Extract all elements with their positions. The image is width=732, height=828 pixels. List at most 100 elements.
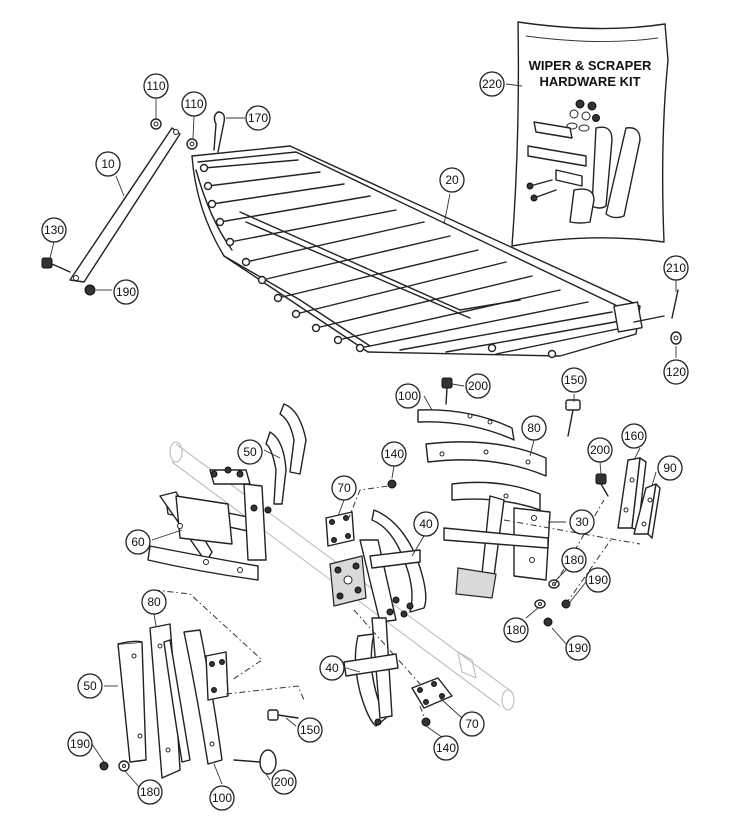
- svg-text:160: 160: [624, 429, 644, 443]
- bolt-200-upper: [441, 377, 453, 405]
- callout-180-lower: 180: [137, 779, 163, 805]
- svg-text:10: 10: [101, 157, 115, 171]
- cotter-pin: [213, 111, 226, 153]
- svg-text:190: 190: [568, 641, 588, 655]
- wiper-bracket-lower: [205, 651, 229, 701]
- link-rod: [69, 127, 181, 283]
- callout-150-upper: 150: [561, 367, 587, 393]
- svg-text:220: 220: [482, 77, 502, 91]
- svg-text:170: 170: [248, 111, 268, 125]
- kit-plates: [527, 121, 641, 224]
- svg-text:20: 20: [445, 173, 459, 187]
- callout-70-upper: 70: [331, 475, 357, 501]
- callout-50-upper: 50: [237, 439, 263, 465]
- svg-text:50: 50: [83, 679, 97, 693]
- bracket-160: [617, 457, 647, 531]
- svg-text:190: 190: [588, 573, 608, 587]
- callout-190-top: 190: [113, 279, 139, 305]
- callout-110-right: 110: [181, 91, 207, 117]
- mount-plate-lower: [411, 677, 453, 727]
- mount-plate-upper: [325, 511, 355, 547]
- scraper-lower: [343, 617, 399, 727]
- bolt-150-upper: [565, 399, 581, 437]
- svg-text:50: 50: [243, 445, 257, 459]
- svg-text:110: 110: [184, 97, 203, 111]
- callout-210: 210: [663, 255, 689, 281]
- washer-180-right: [548, 579, 560, 589]
- svg-text:130: 130: [44, 223, 64, 237]
- pin-210: [671, 289, 679, 319]
- bracket-90: [633, 483, 661, 539]
- washer-180-lower: [118, 760, 130, 772]
- svg-text:110: 110: [146, 79, 165, 93]
- callout-130: 130: [41, 217, 67, 243]
- mount-plate-middle: [329, 555, 367, 607]
- callout-180-right: 180: [561, 547, 587, 573]
- svg-text:30: 30: [575, 515, 589, 529]
- svg-text:140: 140: [384, 447, 404, 461]
- bolt-130: [41, 257, 71, 273]
- svg-text:200: 200: [468, 379, 488, 393]
- kit-title-line1: WIPER & SCRAPER: [529, 58, 652, 73]
- bolt-200-right: [595, 473, 609, 497]
- svg-text:140: 140: [436, 741, 456, 755]
- callout-110-left: 110: [143, 73, 169, 99]
- washer-180-mid: [534, 599, 546, 609]
- scraper-blade-100-right: [417, 409, 515, 441]
- svg-text:200: 200: [274, 775, 294, 789]
- kit-nuts: [566, 99, 600, 132]
- svg-text:180: 180: [506, 623, 526, 637]
- mounting-arm-30: [443, 481, 551, 599]
- washer-120: [670, 331, 682, 345]
- svg-text:80: 80: [147, 595, 161, 609]
- conveyor-frame: [191, 145, 665, 359]
- assembly-dashed-lines: [153, 485, 641, 723]
- callout-100-lower: 100: [209, 785, 235, 811]
- svg-text:70: 70: [465, 717, 479, 731]
- nut-190-mid: [543, 617, 553, 627]
- wiper-blade-50-lower: [117, 640, 147, 763]
- bolt-150-lower: [267, 709, 299, 721]
- callout-140-lower: 140: [433, 735, 459, 761]
- callout-200-right: 200: [587, 437, 613, 463]
- callout-120: 120: [663, 359, 689, 385]
- svg-text:100: 100: [212, 791, 232, 805]
- callout-60: 60: [125, 529, 151, 555]
- callout-80-lower: 80: [141, 589, 167, 615]
- callout-10: 10: [95, 151, 121, 177]
- svg-text:190: 190: [70, 737, 90, 751]
- callout-200-upper: 200: [465, 373, 491, 399]
- slat-end-caps: [199, 163, 557, 359]
- hardware-kit-bag: WIPER & SCRAPER HARDWARE KIT: [511, 21, 669, 247]
- callout-20: 20: [439, 167, 465, 193]
- leader-lines: [49, 83, 677, 789]
- callout-40-upper: 40: [413, 511, 439, 537]
- svg-text:70: 70: [337, 481, 351, 495]
- kit-bolts: [526, 179, 557, 202]
- callout-220: 220: [479, 71, 505, 97]
- kit-title-line2: HARDWARE KIT: [539, 74, 640, 89]
- washer-left: [150, 118, 162, 130]
- callout-190-lower: 190: [67, 731, 93, 757]
- callout-160: 160: [621, 423, 647, 449]
- washer-right: [186, 138, 198, 150]
- callout-40-lower: 40: [319, 655, 345, 681]
- svg-text:90: 90: [663, 461, 677, 475]
- callout-80-right: 80: [521, 415, 547, 441]
- scraper-upper: [359, 509, 427, 623]
- callout-50-lower: 50: [77, 673, 103, 699]
- svg-text:150: 150: [564, 373, 584, 387]
- svg-text:80: 80: [527, 421, 541, 435]
- callout-30: 30: [569, 509, 595, 535]
- svg-text:60: 60: [131, 535, 145, 549]
- callout-190-mid: 190: [565, 635, 591, 661]
- svg-text:210: 210: [666, 261, 686, 275]
- callout-170: 170: [245, 105, 271, 131]
- svg-text:100: 100: [398, 389, 418, 403]
- nut-140-upper: [387, 479, 397, 489]
- callout-100-right: 100: [395, 383, 421, 409]
- callout-200-lower: 200: [271, 769, 297, 795]
- nut-190-lower: [99, 761, 109, 771]
- bolt-200-lower: [233, 749, 277, 775]
